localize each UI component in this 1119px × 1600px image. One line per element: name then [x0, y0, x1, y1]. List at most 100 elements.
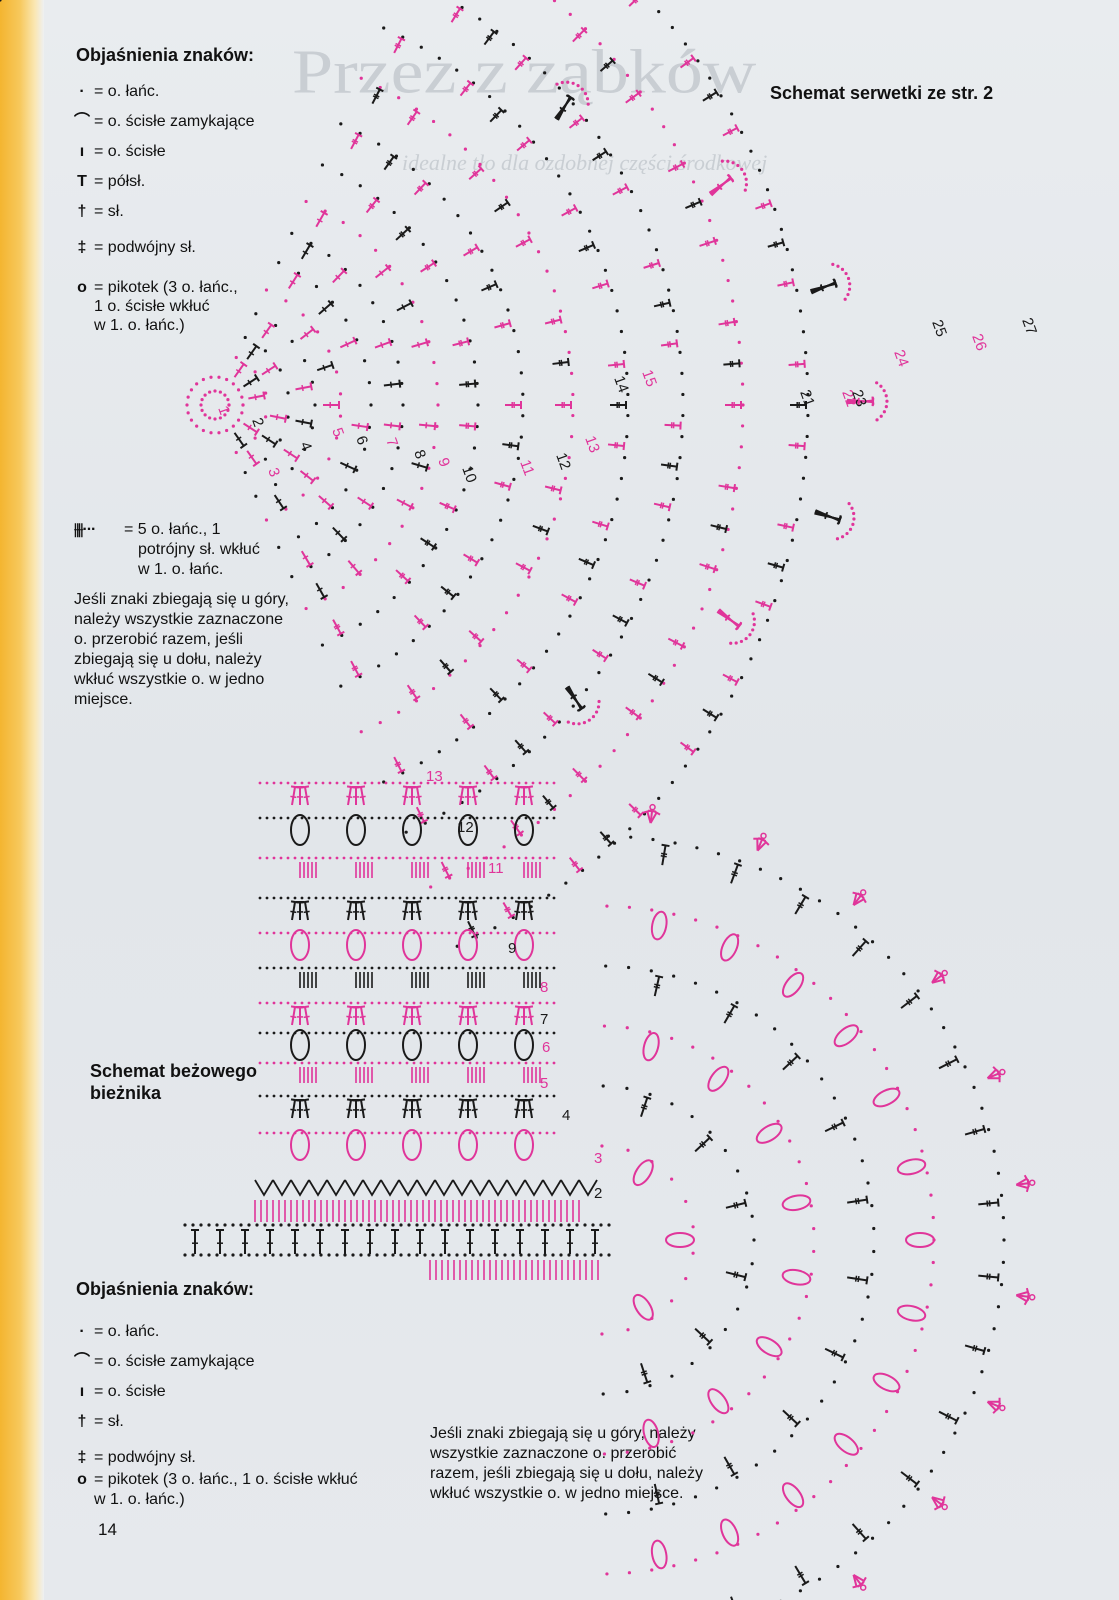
doily-stitch: [568, 114, 586, 129]
chain-dot: [426, 1001, 430, 1005]
chain-dot: [391, 816, 395, 820]
legend-slip-stitch: ⌒= o. ścisłe zamykające: [70, 112, 255, 131]
chain-dot: [517, 781, 521, 785]
chain-dot: [647, 578, 651, 582]
double-crochet-symbol: †: [77, 1413, 87, 1430]
doily-stitch: [514, 54, 530, 71]
chain-dot: [568, 12, 572, 16]
v-stitch: [398, 1179, 418, 1197]
doily-stitch: [722, 673, 740, 687]
chain-dot: [300, 896, 304, 900]
runner-stitch: [216, 1229, 224, 1254]
doily-stitch: [339, 336, 358, 349]
chain-dot: [363, 1131, 367, 1135]
doily-stitch: [440, 861, 453, 879]
chain-dot: [367, 425, 371, 429]
chain-dot: [349, 1094, 353, 1098]
chain-dot: [552, 781, 556, 785]
round-number: 10: [458, 464, 480, 485]
chain-dot: [568, 794, 572, 798]
chain-dot: [258, 1001, 262, 1005]
chain-dot: [223, 1253, 227, 1257]
chain-dot: [519, 435, 523, 439]
chain-dot: [419, 966, 423, 970]
chain-dot: [545, 966, 549, 970]
chain-dot: [596, 557, 600, 562]
chain-dot: [801, 476, 806, 480]
cluster-stitch: [290, 1129, 310, 1161]
chain-dot: [610, 517, 614, 522]
doily-stitch: [300, 242, 314, 260]
chain-dot: [848, 527, 853, 531]
chain-dot: [1001, 1260, 1005, 1264]
chain-dot: [482, 1061, 486, 1065]
chain-dot: [482, 1131, 486, 1135]
chain-dot: [879, 384, 883, 388]
chain-dot: [321, 1031, 325, 1035]
chain-dot: [468, 896, 472, 900]
chain-dot: [301, 313, 305, 317]
chain-dot: [454, 856, 458, 860]
chain-dot: [913, 1348, 917, 1353]
chain-dot: [435, 382, 439, 386]
chain-dot: [223, 1223, 227, 1227]
picot: [649, 803, 656, 811]
chain-dot: [854, 925, 858, 929]
chain-dot: [314, 896, 318, 900]
chain-dot: [650, 699, 654, 703]
chain-dot: [437, 56, 441, 60]
doily-stitch: [788, 442, 806, 451]
chain-dot: [538, 1031, 542, 1035]
chain-dot: [670, 1299, 674, 1303]
chain-dot: [370, 1094, 374, 1098]
chain-dot: [744, 177, 748, 181]
chain-dot: [740, 424, 745, 428]
chain-dot: [405, 966, 409, 970]
doily-stitch: [318, 495, 335, 511]
chain-dot: [690, 1361, 694, 1366]
chain-dot: [812, 981, 816, 986]
chain-dot: [236, 418, 241, 422]
chain-dot: [482, 1031, 486, 1035]
chain-dot: [751, 628, 755, 632]
chain-dot: [563, 330, 568, 334]
chain-dot: [489, 856, 493, 860]
chain-dot: [265, 1094, 269, 1098]
chain-dot: [447, 856, 451, 860]
chain-dot: [384, 896, 388, 900]
chain-dot: [535, 1253, 539, 1257]
fan-stitch: [794, 1565, 810, 1587]
chain-dot: [300, 966, 304, 970]
chain-dot: [300, 931, 304, 935]
chain-dot: [517, 966, 521, 970]
chain-dot: [872, 1249, 876, 1254]
chain-dot: [391, 1001, 395, 1005]
doily-stitch: [242, 373, 260, 388]
chain-dot: [612, 749, 616, 753]
chain-dot: [489, 1061, 493, 1065]
chain-dot: [730, 112, 734, 116]
chain-dot: [740, 167, 744, 171]
chain-dot: [670, 1374, 674, 1378]
chain-dot: [708, 587, 712, 592]
chain-dot: [925, 1305, 929, 1309]
chain-dot: [852, 511, 856, 516]
chain-dot: [254, 494, 258, 498]
chain-dot: [629, 835, 633, 839]
chain-dot: [741, 403, 745, 407]
chain-dot: [577, 722, 581, 726]
legend-chain: ·= o. łańc.: [70, 1322, 159, 1341]
doily-stitch: [413, 179, 430, 196]
chain-dot: [694, 1558, 698, 1562]
legend-single-crochet: ı= o. ścisłe: [70, 1382, 166, 1401]
chain-dot: [300, 856, 304, 860]
chain-dot: [433, 1131, 437, 1135]
fan-stitch: [794, 893, 810, 915]
chain-dot: [489, 1094, 493, 1098]
doily-stitch: [468, 630, 485, 646]
chain-dot: [820, 1399, 824, 1403]
runner-stitch: [346, 1098, 356, 1119]
chain-dot: [356, 896, 360, 900]
chain-dot: [747, 1392, 751, 1396]
chain-dot: [207, 1253, 211, 1257]
